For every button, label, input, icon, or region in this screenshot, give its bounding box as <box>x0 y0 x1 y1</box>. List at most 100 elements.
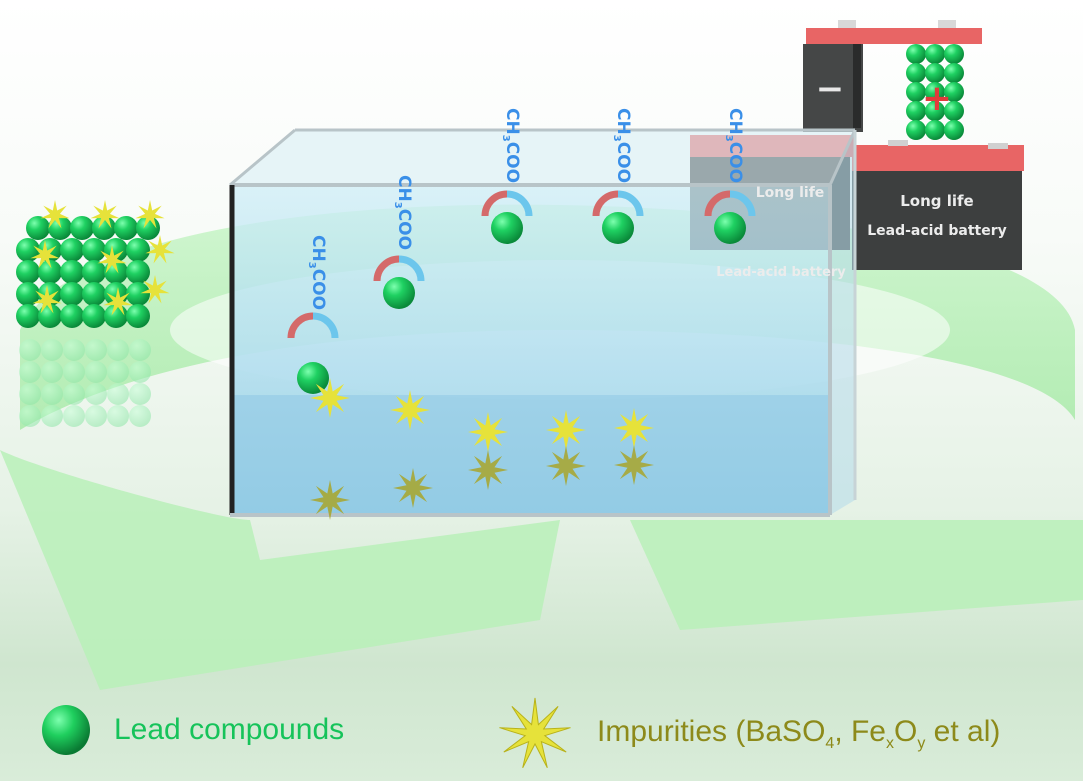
cube-reflection-sphere <box>41 405 63 427</box>
acetate-complexes: CH3COO CH3COO CH3COO CH3COO CH3COO <box>287 108 756 394</box>
ligand-arc-blue <box>398 255 425 282</box>
battery-label-line2: Lead-acid battery <box>867 223 1007 239</box>
plate-lead-sphere <box>925 44 945 64</box>
lead-sphere <box>297 362 329 394</box>
cube-lead-sphere <box>114 216 138 240</box>
back-battery-label-line1: Long life <box>756 185 825 201</box>
plate-lead-sphere <box>906 44 926 64</box>
green-sphere-icon <box>42 705 90 755</box>
cube-lead-sphere <box>38 304 62 328</box>
impurity-reflection <box>546 446 586 486</box>
battery-label-line1: Long life <box>900 192 973 210</box>
lead-sphere <box>602 212 634 244</box>
acetate-label: CH3COO <box>611 108 633 183</box>
plate-lead-sphere <box>925 120 945 140</box>
cube-reflection-sphere <box>107 339 129 361</box>
legend-item-lead: Lead compounds <box>40 704 344 756</box>
cube-reflection-sphere <box>19 405 41 427</box>
cube-lead-sphere <box>16 304 40 328</box>
acetate-label: CH3COO <box>723 108 745 183</box>
cube-reflection-sphere <box>19 383 41 405</box>
cube-reflection-sphere <box>129 405 151 427</box>
lead-sphere <box>383 277 415 309</box>
ligand-arc-blue <box>729 190 756 217</box>
ligand-arc-blue <box>617 190 644 217</box>
front-terminal-left <box>888 140 908 146</box>
cube-reflection-sphere <box>41 339 63 361</box>
front-battery-lid <box>852 145 1024 171</box>
tank-side-face <box>830 130 855 515</box>
bridge-terminal-left <box>838 20 856 28</box>
acetate-lead-complex: CH3COO <box>373 175 425 309</box>
acetate-label: CH3COO <box>306 235 328 310</box>
cube-reflection-sphere <box>129 383 151 405</box>
impurity-reflection <box>468 450 508 490</box>
back-battery-labels: Long life Lead-acid battery <box>716 185 846 280</box>
lead-sphere <box>714 212 746 244</box>
cube-reflection-sphere <box>85 383 107 405</box>
impurity-particle <box>468 412 508 452</box>
cube-impurity-star <box>32 285 62 314</box>
cube-reflection-sphere <box>129 361 151 383</box>
impurity-particle <box>546 410 586 450</box>
positive-plate <box>906 44 964 140</box>
cube-lead-sphere <box>82 282 106 306</box>
cube-reflection-sphere <box>19 339 41 361</box>
cube-lead-sphere <box>70 216 94 240</box>
yellow-spiky-impurity-icon <box>499 697 571 769</box>
bridge-terminal-right <box>938 20 956 28</box>
plate-lead-sphere <box>925 101 945 121</box>
cube-lead-sphere <box>126 282 150 306</box>
cube-impurity-star <box>135 200 165 229</box>
ligand-arc-red <box>592 190 619 217</box>
cube-reflection-sphere <box>63 405 85 427</box>
acetate-lead-complex: CH3COO <box>481 108 533 244</box>
cube-reflection-sphere <box>63 361 85 383</box>
plate-lead-sphere <box>906 63 926 83</box>
ligand-arc-blue <box>312 312 339 339</box>
cube-reflection-sphere <box>41 361 63 383</box>
tank-sediment-layer <box>230 395 830 515</box>
cube-lead-sphere <box>26 216 50 240</box>
cube-lead-sphere <box>48 216 72 240</box>
plate-lead-sphere <box>906 82 926 102</box>
acetate-lead-complex: CH3COO <box>287 235 339 394</box>
plate-lead-sphere <box>944 101 964 121</box>
cube-lead-sphere <box>82 304 106 328</box>
cube-lead-sphere <box>60 238 84 262</box>
impurity-particle <box>390 390 430 430</box>
plate-lead-sphere <box>944 44 964 64</box>
legend-label-impurities: Impurities (BaSO4, FexOy et al) <box>597 715 1001 752</box>
cube-reflection-sphere <box>107 383 129 405</box>
cube-reflection-sphere <box>85 405 107 427</box>
front-terminal-right <box>988 143 1008 149</box>
cube-reflection-sphere <box>85 361 107 383</box>
cube-lead-sphere <box>126 304 150 328</box>
arrow-segment-left <box>0 450 560 690</box>
cube-lead-sphere <box>126 260 150 284</box>
impurity-particles <box>310 378 654 520</box>
legend-label-lead: Lead compounds <box>114 713 345 746</box>
cube-impurity-star <box>40 200 70 229</box>
legend: Lead compounds Impurities (BaSO4, FexOy … <box>0 690 1083 770</box>
cube-reflection-sphere <box>19 361 41 383</box>
impurity-particle <box>614 408 654 448</box>
ligand-arc-red <box>373 255 400 282</box>
cube-reflection-sphere <box>107 361 129 383</box>
plate-lead-sphere <box>944 120 964 140</box>
cube-lead-sphere <box>60 304 84 328</box>
lead-sphere <box>491 212 523 244</box>
ligand-arc-red <box>481 190 508 217</box>
cube-lead-sphere <box>92 216 116 240</box>
arrow-segment-right <box>630 520 1083 630</box>
acetate-label: CH3COO <box>500 108 522 183</box>
front-battery-body <box>852 162 1022 270</box>
impurity-particle <box>310 378 350 418</box>
back-battery-label-line2: Lead-acid battery <box>716 265 846 280</box>
ligand-arc-red <box>704 190 731 217</box>
spent-paste-cube <box>16 200 175 427</box>
cube-impurity-star <box>103 287 133 316</box>
cube-reflection-sphere <box>85 339 107 361</box>
cube-reflection-sphere <box>63 339 85 361</box>
bridge-connector <box>806 28 982 44</box>
